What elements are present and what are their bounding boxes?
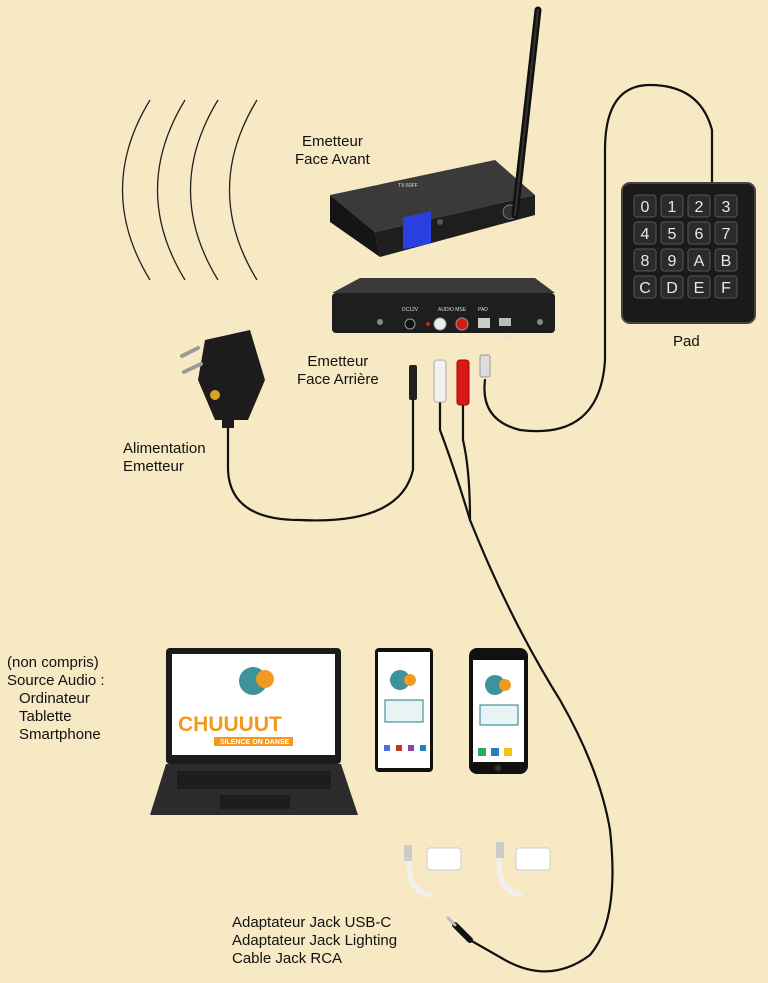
- power-cable: [226, 398, 415, 522]
- radio-wave-3: [189, 99, 219, 281]
- keypad-key-5: [660, 221, 684, 245]
- back-plugs: [409, 354, 491, 406]
- keypad-key-b: [714, 248, 738, 272]
- label-source-tablet: Tablette: [19, 708, 72, 725]
- laptop-logo-tagline: SILENCE ON DANSE: [220, 739, 290, 746]
- label-source-title: Source Audio :: [7, 672, 105, 689]
- label-power-line-1: Alimentation: [123, 440, 206, 457]
- dc-plug: [409, 365, 417, 400]
- emitter-front-device: TX-50FF: [330, 6, 542, 257]
- keypad-key-label-b: B: [721, 253, 732, 270]
- keypad-key-2: [687, 194, 711, 218]
- tablet-device: [375, 648, 433, 772]
- keypad-key-label-f: F: [721, 280, 731, 297]
- keypad-key-label-1: 1: [668, 199, 677, 216]
- label-source-smartphone: Smartphone: [19, 726, 101, 743]
- label-emitter-back-line-1: Emetteur: [307, 353, 369, 370]
- emitter-back-device: DC12V AUDIO MSE PAD L R LOW: [332, 278, 555, 341]
- label-emitter-front: Emetteur Face Avant: [295, 133, 370, 169]
- keypad-key-8: [633, 248, 657, 272]
- pad-cable: [483, 83, 714, 433]
- keypad-key-9: [660, 248, 684, 272]
- power-plug-icon: [180, 330, 265, 428]
- keypad-key-0: [633, 194, 657, 218]
- keypad-key-label-a: A: [694, 253, 705, 270]
- rca-red-cable: [461, 403, 472, 522]
- smartphone-device: [469, 648, 528, 774]
- keypad-key-label-3: 3: [722, 199, 731, 216]
- dc-marking: DC12V: [402, 307, 419, 313]
- label-cable-rca: Cable Jack RCA: [232, 950, 343, 967]
- radio-wave-4: [228, 99, 258, 281]
- label-emitter-front-line-1: Emetteur: [301, 133, 363, 150]
- keypad-key-1: [660, 194, 684, 218]
- keypad-key-d: [660, 275, 684, 299]
- keypad-key-label-d: D: [666, 280, 678, 297]
- keypad-key-label-0: 0: [641, 199, 650, 216]
- keypad-key-c: [633, 275, 657, 299]
- cables: [226, 83, 714, 973]
- radio-wave-icon: [121, 99, 258, 281]
- radio-wave-2: [156, 99, 186, 281]
- laptop-logo-text: CHUUUUT: [178, 713, 282, 736]
- keypad-key-label-5: 5: [668, 226, 677, 243]
- label-source-note: (non compris): [7, 654, 99, 671]
- label-emitter-back-line-2: Face Arrière: [297, 371, 379, 388]
- model-marking: TX-50FF: [398, 183, 418, 189]
- keypad-key-label-c: C: [639, 280, 651, 297]
- antenna-icon: [511, 6, 542, 219]
- keypad-key-label-7: 7: [722, 226, 731, 243]
- rca-white-plug: [433, 359, 447, 403]
- keypad-key-a: [687, 248, 711, 272]
- keypad-key-label-e: E: [694, 280, 705, 297]
- rj-plug: [479, 354, 491, 378]
- radio-wave-1: [121, 99, 151, 281]
- keypad-key-label-9: 9: [668, 253, 677, 270]
- keypad-key-f: [714, 275, 738, 299]
- adapters: [404, 842, 551, 943]
- keypad-key-3: [714, 194, 738, 218]
- label-power: Alimentation Emetteur: [123, 440, 206, 476]
- power-level-marking: LOW: [500, 335, 512, 341]
- channel-right-marking: R: [459, 335, 463, 341]
- label-adapter-usbc: Adaptateur Jack USB-C: [232, 914, 392, 931]
- laptop-device: CHUUUUT SILENCE ON DANSE: [150, 648, 358, 815]
- label-power-line-2: Emetteur: [123, 458, 184, 475]
- keypad-key-6: [687, 221, 711, 245]
- pad-port-marking: PAD: [478, 307, 488, 313]
- front-display: [403, 211, 431, 250]
- label-source-computer: Ordinateur: [19, 690, 90, 707]
- label-adapters: Adaptateur Jack USB-C Adaptateur Jack Li…: [232, 914, 397, 968]
- rca-red-plug: [456, 359, 470, 406]
- keypad-key-label-6: 6: [695, 226, 704, 243]
- keypad-key-4: [633, 221, 657, 245]
- label-emitter-back: Emetteur Face Arrière: [297, 353, 379, 389]
- channel-left-marking: L: [436, 335, 439, 341]
- label-emitter-front-line-2: Face Avant: [295, 151, 370, 168]
- label-adapter-lighting: Adaptateur Jack Lighting: [232, 932, 398, 949]
- keypad-key-label-2: 2: [695, 199, 704, 216]
- label-source: (non compris) Source Audio : Ordinateur …: [7, 654, 105, 744]
- keypad-key-e: [687, 275, 711, 299]
- audio-marking: AUDIO MSE: [438, 307, 467, 313]
- keypad-key-7: [714, 221, 738, 245]
- keypad-key-label-4: 4: [641, 226, 650, 243]
- label-pad: Pad: [673, 333, 700, 350]
- keypad-key-label-8: 8: [641, 253, 650, 270]
